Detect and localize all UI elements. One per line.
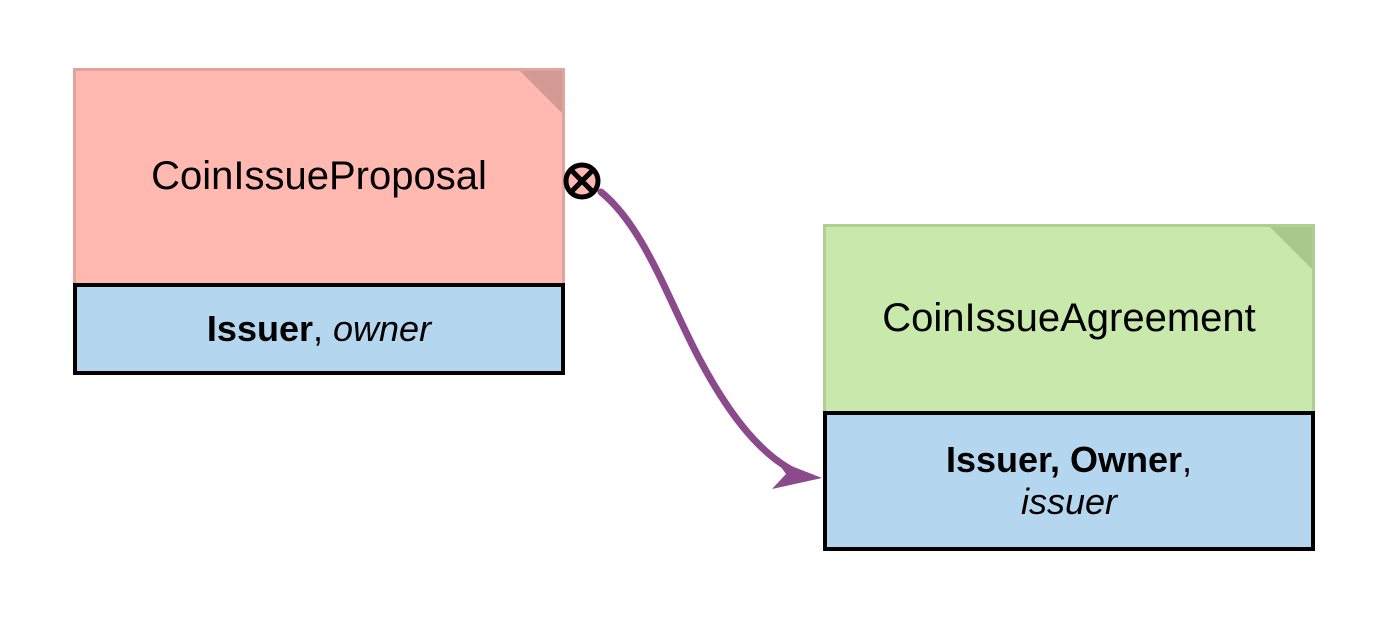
page-fold-icon (1270, 227, 1312, 269)
participants-italic-proposal: owner (333, 307, 432, 349)
participants-separator-proposal: , (313, 307, 334, 349)
node-coin-issue-agreement[interactable]: CoinIssueAgreement Issuer, Owner, issuer (823, 224, 1315, 551)
edge-proposal-to-agreement[interactable] (597, 188, 822, 489)
node-header-proposal: CoinIssueProposal (73, 68, 565, 283)
participants-agreement: Issuer, Owner, issuer (936, 435, 1202, 528)
page-fold-icon (520, 71, 562, 113)
participants-proposal: Issuer, owner (197, 304, 441, 354)
node-title-proposal: CoinIssueProposal (151, 154, 487, 199)
edge-path (597, 188, 804, 478)
circle-x-icon[interactable] (563, 162, 601, 200)
node-body-proposal: Issuer, owner (73, 283, 565, 375)
arrowhead-icon (772, 460, 822, 489)
node-header-agreement: CoinIssueAgreement (823, 224, 1315, 411)
participants-bold-agreement: Issuer, Owner (945, 438, 1183, 480)
participants-separator-agreement: , (1182, 438, 1193, 480)
participants-italic-agreement: issuer (1020, 481, 1118, 522)
node-title-agreement: CoinIssueAgreement (882, 296, 1256, 341)
node-coin-issue-proposal[interactable]: CoinIssueProposal Issuer, owner (73, 68, 565, 375)
node-body-agreement: Issuer, Owner, issuer (823, 411, 1315, 551)
participants-bold-proposal: Issuer (206, 307, 313, 349)
